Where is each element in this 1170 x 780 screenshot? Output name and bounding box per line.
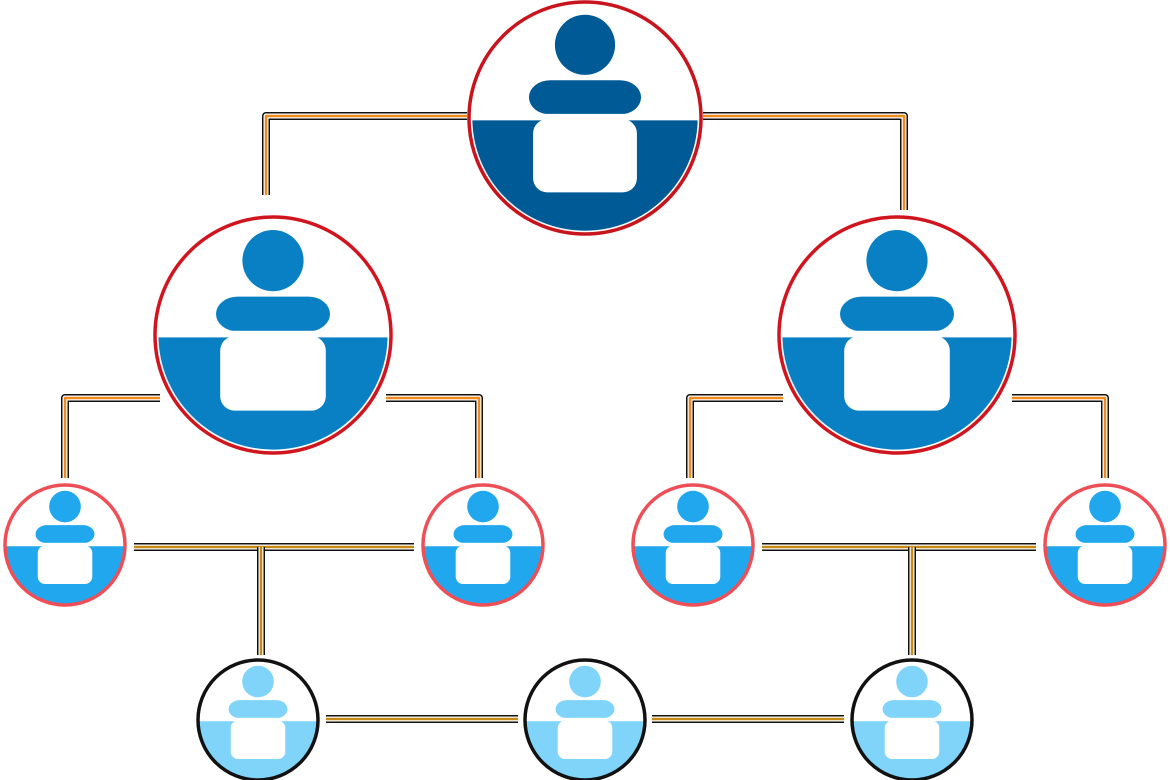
person-head — [1089, 490, 1121, 523]
connector-outline — [386, 394, 483, 478]
desk-gap — [226, 717, 290, 721]
connector-mid-left-to-low-1 — [61, 394, 160, 478]
node-top — [467, 0, 703, 236]
person-head — [554, 14, 616, 75]
node-low-1 — [3, 483, 127, 607]
person-torso — [555, 700, 615, 719]
person-head — [242, 665, 274, 698]
laptop-shape — [533, 119, 637, 193]
desk-gap — [661, 542, 725, 546]
node-low-3 — [631, 483, 755, 607]
connector-gap — [62, 395, 160, 478]
laptop-shape — [230, 720, 286, 760]
desk-gap — [526, 113, 644, 120]
desk-gap — [33, 542, 97, 546]
node-ring — [421, 483, 545, 607]
laptop-shape — [220, 336, 326, 411]
connector-core — [688, 396, 783, 478]
person-head — [569, 665, 601, 698]
person-torso — [35, 525, 95, 544]
node-ring — [3, 483, 127, 607]
node-low-2 — [421, 483, 545, 607]
person-torso — [228, 700, 288, 719]
laptop-shape — [455, 545, 511, 585]
node-ring — [196, 658, 320, 780]
node-mid-left — [153, 215, 393, 455]
person-head — [677, 490, 709, 523]
connector-gap — [263, 113, 467, 195]
person-torso — [663, 525, 723, 544]
person-torso — [453, 525, 513, 544]
person-at-desk-icon — [472, 14, 698, 231]
connector-mid-left-to-low-2 — [386, 394, 483, 478]
node-ring — [631, 483, 755, 607]
connector-gap — [703, 113, 907, 210]
connector-gap — [687, 395, 783, 478]
laptop-shape — [884, 720, 940, 760]
connector-gap — [1012, 395, 1108, 478]
node-ring — [467, 0, 703, 236]
node-mid-right — [777, 215, 1017, 455]
laptop-shape — [37, 545, 93, 585]
laptop-shape — [557, 720, 613, 760]
person-torso — [1075, 525, 1135, 544]
connector-gap — [386, 395, 482, 478]
desk-gap — [553, 717, 617, 721]
node-base-2 — [523, 658, 647, 780]
desk-gap — [214, 330, 332, 337]
node-base-3 — [850, 658, 974, 780]
person-torso — [882, 700, 942, 719]
node-base-1 — [196, 658, 320, 780]
connector-outline — [686, 394, 783, 478]
person-torso — [216, 296, 330, 332]
connector-outline — [262, 112, 467, 195]
person-torso — [528, 80, 642, 115]
desk-gap — [1073, 542, 1137, 546]
connector-outline — [61, 394, 160, 478]
person-head — [242, 230, 304, 292]
node-ring — [523, 658, 647, 780]
desk-gap — [838, 330, 956, 337]
person-head — [896, 665, 928, 698]
connector-top-to-mid-left — [262, 112, 467, 195]
connector-top-to-mid-right — [703, 112, 908, 210]
connector-core — [63, 396, 160, 478]
connector-outline — [1012, 394, 1109, 478]
laptop-shape — [844, 336, 950, 411]
connector-mid-right-to-low-4 — [1012, 394, 1109, 478]
desk-gap — [451, 542, 515, 546]
node-low-4 — [1043, 483, 1167, 607]
node-ring — [850, 658, 974, 780]
connectors-layer — [61, 112, 1109, 723]
connector-core — [1012, 396, 1107, 478]
person-head — [866, 230, 928, 292]
person-torso — [840, 296, 954, 332]
person-head — [467, 490, 499, 523]
laptop-shape — [1077, 545, 1133, 585]
connector-core — [703, 114, 906, 210]
connector-core — [264, 114, 467, 195]
connector-core — [386, 396, 481, 478]
node-ring — [1043, 483, 1167, 607]
desk-gap — [880, 717, 944, 721]
person-head — [49, 490, 81, 523]
nodes-layer — [3, 0, 1167, 780]
node-ring — [777, 215, 1017, 455]
connector-mid-right-to-low-3 — [686, 394, 783, 478]
node-ring — [153, 215, 393, 455]
connector-outline — [703, 112, 908, 210]
laptop-shape — [665, 545, 721, 585]
